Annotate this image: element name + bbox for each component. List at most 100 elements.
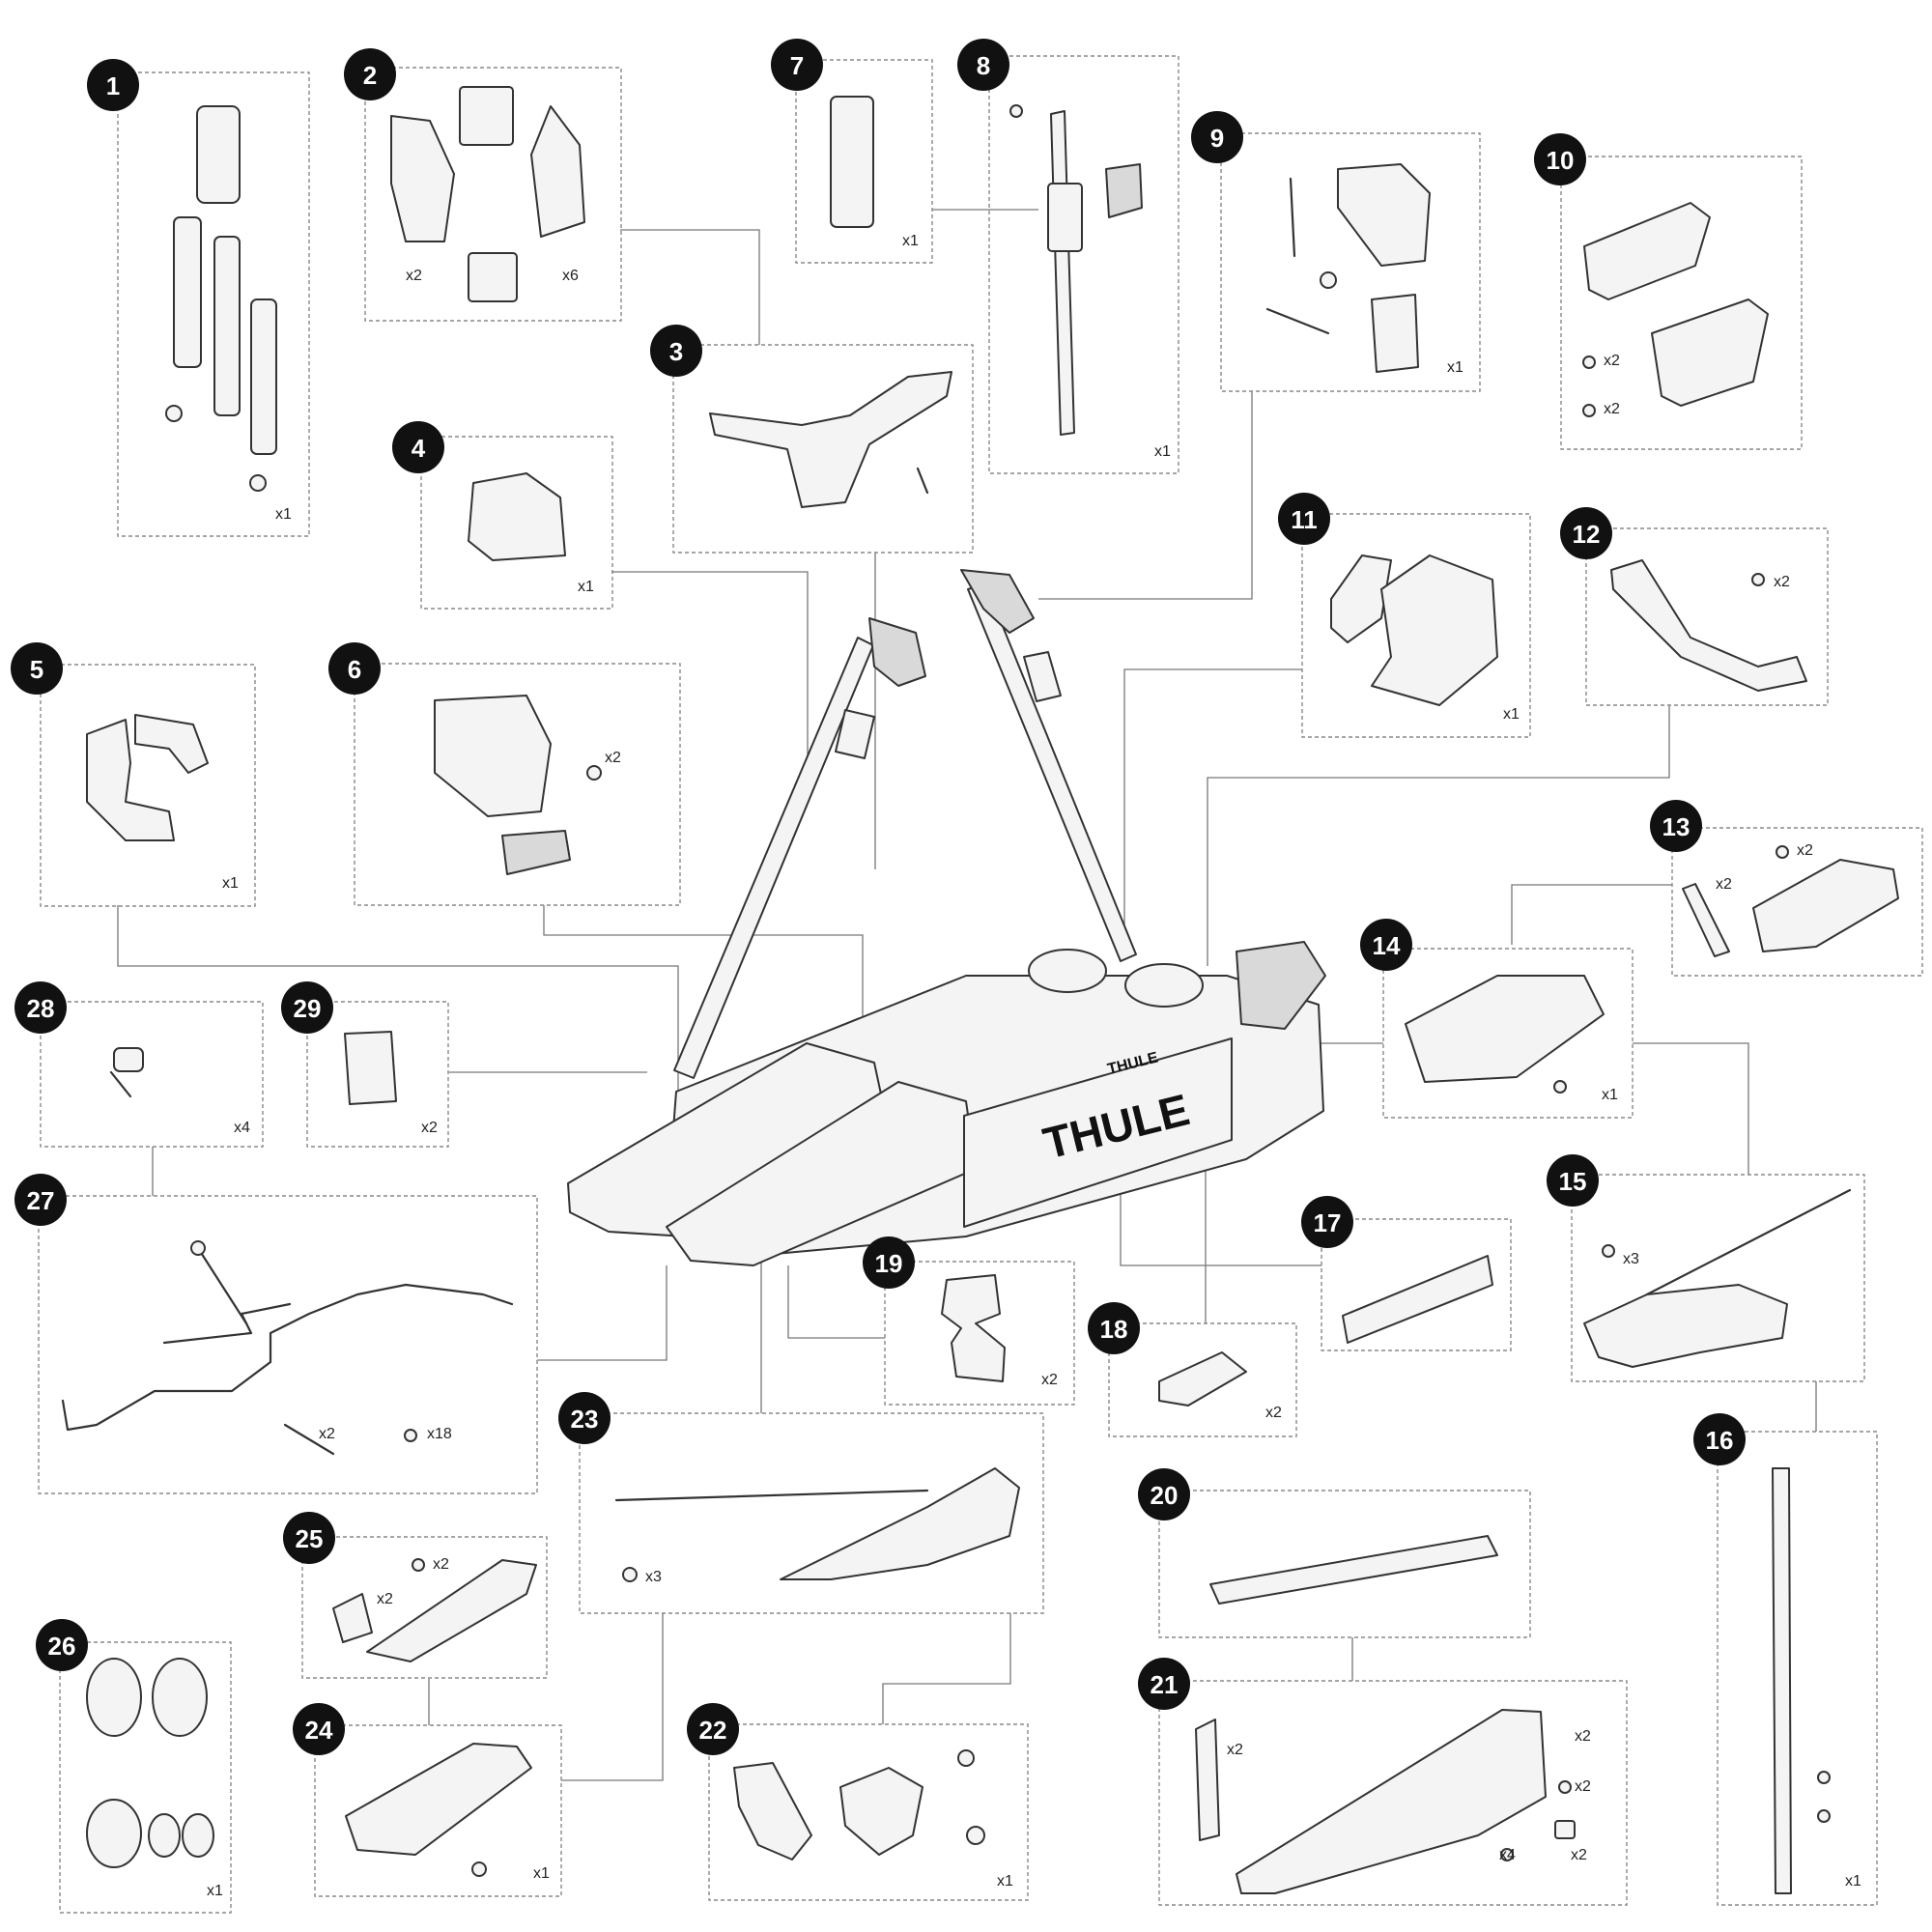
part-box-14 bbox=[1382, 948, 1634, 1119]
bike-carrier-assembly: THULE THULE bbox=[567, 569, 1326, 1266]
svg-text:18: 18 bbox=[1100, 1315, 1128, 1344]
svg-text:22: 22 bbox=[699, 1716, 727, 1745]
part-box-29 bbox=[306, 1001, 449, 1148]
part-26-illustration bbox=[86, 1658, 214, 1868]
part-number-badge: 28 bbox=[14, 981, 67, 1034]
part-number-badge: 11 bbox=[1278, 493, 1330, 545]
part-number-badge: 14 bbox=[1360, 919, 1412, 971]
part-box-8 bbox=[988, 55, 1179, 474]
part-box-5 bbox=[40, 664, 256, 907]
leader-lines bbox=[117, 209, 1817, 1781]
part-box-2 bbox=[364, 67, 622, 322]
part-box-18 bbox=[1108, 1322, 1297, 1437]
qty-label: x2 bbox=[1575, 1778, 1591, 1795]
qty-label: x1 bbox=[1503, 706, 1520, 723]
left-arm-grip bbox=[835, 709, 875, 759]
part-27-illustration bbox=[61, 1240, 514, 1456]
qty-label: x3 bbox=[645, 1569, 662, 1585]
leader-4-rack bbox=[611, 571, 809, 773]
qty-label: x2 bbox=[1265, 1405, 1282, 1421]
part-24-illustration bbox=[345, 1743, 532, 1877]
part-6-illustration bbox=[434, 695, 602, 875]
qty-label: x2 bbox=[1041, 1372, 1058, 1388]
qty-label: x2 bbox=[1604, 353, 1620, 369]
part-box-13 bbox=[1671, 827, 1923, 977]
part-20-illustration bbox=[1209, 1535, 1498, 1605]
qty-label: x6 bbox=[562, 268, 579, 284]
qty-label: x2 bbox=[377, 1591, 393, 1607]
qty-label: x18 bbox=[427, 1426, 452, 1442]
leader-22-23 bbox=[882, 1613, 1011, 1724]
leader-12-rack bbox=[1207, 705, 1670, 966]
part-19-illustration bbox=[941, 1274, 1006, 1382]
qty-label: x1 bbox=[1447, 359, 1463, 376]
right-arm-grip bbox=[1023, 651, 1062, 702]
svg-text:17: 17 bbox=[1314, 1208, 1342, 1237]
svg-text:16: 16 bbox=[1706, 1426, 1734, 1455]
part-box-21 bbox=[1158, 1680, 1628, 1906]
part-13-illustration bbox=[1682, 845, 1899, 957]
part-box-6 bbox=[354, 663, 681, 906]
qty-label: x2 bbox=[1575, 1728, 1591, 1745]
part-box-27 bbox=[38, 1195, 538, 1494]
part-box-11 bbox=[1301, 513, 1531, 738]
part-2-illustration bbox=[390, 86, 585, 302]
qty-label: x1 bbox=[207, 1883, 223, 1899]
svg-text:7: 7 bbox=[790, 51, 804, 80]
part-28-illustration bbox=[109, 1047, 144, 1098]
part-box-1 bbox=[117, 71, 310, 537]
part-number-badge: 7 bbox=[771, 39, 823, 91]
part-16-illustration bbox=[1772, 1467, 1831, 1894]
part-3-illustration bbox=[709, 371, 952, 508]
part-15-illustration bbox=[1583, 1188, 1852, 1368]
part-box-15 bbox=[1571, 1174, 1865, 1382]
part-22-illustration bbox=[733, 1749, 985, 1861]
part-boxes bbox=[38, 55, 1923, 1914]
qty-label: x2 bbox=[1571, 1847, 1587, 1863]
qty-label: x1 bbox=[1154, 443, 1171, 460]
qty-label: x2 bbox=[605, 750, 621, 766]
part-14-illustration bbox=[1405, 975, 1605, 1094]
part-number-badge: 25 bbox=[283, 1512, 335, 1564]
svg-text:20: 20 bbox=[1151, 1481, 1179, 1510]
part-8-illustration bbox=[1009, 104, 1143, 436]
qty-label: x2 bbox=[406, 268, 422, 284]
part-number-badge: 20 bbox=[1138, 1468, 1190, 1520]
part-box-23 bbox=[579, 1412, 1044, 1614]
svg-text:3: 3 bbox=[669, 337, 683, 366]
part-number-badge: 8 bbox=[957, 39, 1009, 91]
svg-text:23: 23 bbox=[571, 1405, 599, 1434]
svg-text:9: 9 bbox=[1210, 124, 1224, 153]
part-21-illustration bbox=[1195, 1709, 1576, 1894]
part-number-badge: 15 bbox=[1547, 1154, 1599, 1207]
svg-text:19: 19 bbox=[875, 1249, 903, 1278]
leader-13-14 bbox=[1511, 884, 1672, 945]
tail-light-right bbox=[1236, 941, 1326, 1030]
svg-text:21: 21 bbox=[1151, 1670, 1179, 1699]
qty-label: x1 bbox=[997, 1873, 1013, 1889]
part-number-badge: 24 bbox=[293, 1703, 345, 1755]
part-box-16 bbox=[1717, 1431, 1878, 1906]
part-25-illustration bbox=[332, 1558, 537, 1662]
part-1-illustration bbox=[165, 105, 277, 492]
svg-text:4: 4 bbox=[412, 434, 426, 463]
leader-19-rack bbox=[787, 1265, 885, 1339]
right-arm-clamp bbox=[960, 569, 1035, 634]
part-number-badge: 27 bbox=[14, 1174, 67, 1226]
part-number-badge: 12 bbox=[1560, 507, 1612, 559]
part-box-17 bbox=[1321, 1218, 1512, 1351]
leader-6-rack bbox=[543, 905, 864, 1053]
qty-label: x1 bbox=[1602, 1087, 1618, 1103]
svg-text:10: 10 bbox=[1547, 146, 1575, 175]
part-29-illustration bbox=[344, 1031, 397, 1105]
svg-text:25: 25 bbox=[296, 1524, 324, 1553]
part-number-badge: 29 bbox=[281, 981, 333, 1034]
part-number-badge: 19 bbox=[863, 1236, 915, 1289]
part-4-illustration bbox=[468, 472, 566, 561]
wheel-holder-right bbox=[1124, 963, 1204, 1008]
left-frame-arm bbox=[673, 637, 874, 1079]
qty-label: x2 bbox=[1604, 401, 1620, 417]
qty-label: x4 bbox=[234, 1120, 250, 1136]
part-number-badge: 10 bbox=[1534, 133, 1586, 185]
